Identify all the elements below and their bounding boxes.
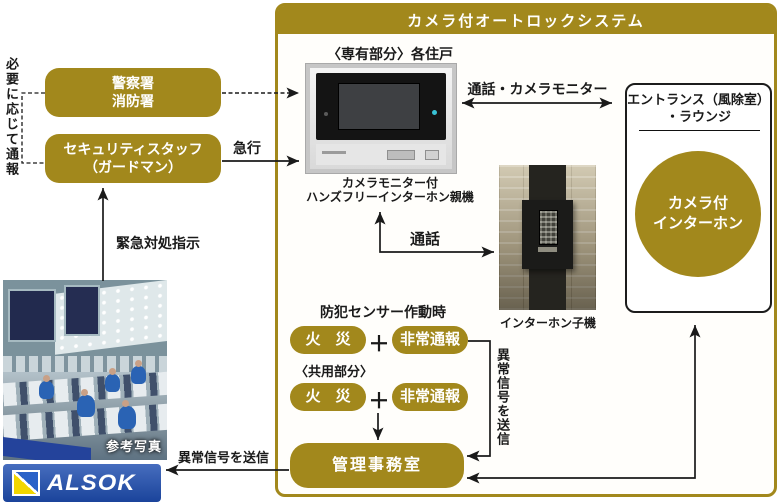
device-body xyxy=(310,68,452,169)
entrance-title: エントランス（風除室） ・ラウンジ xyxy=(627,92,770,126)
photo-wall-screen xyxy=(7,289,57,342)
photo-wall-screen xyxy=(63,285,101,337)
alert-box-private: 非常通報 xyxy=(392,326,468,354)
slave-unit-caption: インターホン子機 xyxy=(499,316,596,330)
device-button xyxy=(386,149,415,160)
rush-label: 急行 xyxy=(233,140,261,156)
plus-sign: ＋ xyxy=(368,333,390,356)
device-screen xyxy=(337,83,420,131)
device-mic-icon xyxy=(323,111,328,116)
guardman-label: （ガードマン） xyxy=(84,158,182,175)
talk-label: 通話 xyxy=(410,231,441,248)
entrance-title-line2: ・ラウンジ xyxy=(665,108,731,124)
alert-box-common: 非常通報 xyxy=(392,383,468,411)
emergency-directive-label: 緊急対処指示 xyxy=(116,235,200,251)
intercom-master-photo xyxy=(305,63,457,174)
police-label: 警察署 xyxy=(112,75,154,91)
entrance-box: エントランス（風除室） ・ラウンジ カメラ付 インターホン xyxy=(625,83,772,313)
report-note-vertical: 必要に応じて通報 xyxy=(4,57,19,177)
entrance-divider xyxy=(639,130,760,131)
entrance-title-line1: エントランス（風除室） xyxy=(627,92,770,107)
master-unit-caption-line1: カメラモニター付 xyxy=(341,176,438,190)
photo-monitor-row xyxy=(3,355,167,372)
police-fire-box: 警察署 消防署 xyxy=(45,68,221,117)
device-brand-mark xyxy=(322,151,347,155)
panel-title-text: カメラ付オートロックシステム xyxy=(407,12,645,30)
photo-operator xyxy=(130,360,146,385)
device-led-icon xyxy=(432,110,438,116)
device-button xyxy=(424,149,439,160)
common-section-header: 〈共用部分〉 xyxy=(295,364,374,379)
camera-intercom-line1: カメラ付 xyxy=(667,194,728,212)
private-section-header: 〈専有部分〉各住戸 xyxy=(327,46,453,62)
talk-camera-monitor-label: 通話・カメラモニター xyxy=(467,81,608,97)
fire-box-private: 火 災 xyxy=(290,326,366,354)
dashed-bracket xyxy=(21,92,45,164)
photo-desk-front xyxy=(3,436,92,460)
control-room-photo: 参考写真 xyxy=(3,280,167,460)
slave-nameplate xyxy=(538,247,557,252)
intercom-slave-photo xyxy=(499,165,596,310)
alsok-logo-text: ALSOK xyxy=(47,470,136,495)
signal-send-label: 異常信号を送信 xyxy=(178,450,270,465)
camera-intercom-circle: カメラ付 インターホン xyxy=(635,151,761,277)
plus-sign: ＋ xyxy=(368,390,390,413)
device-face xyxy=(315,73,447,140)
panel-title: カメラ付オートロックシステム xyxy=(278,6,774,34)
photo-operator xyxy=(104,367,120,392)
device-button-strip xyxy=(315,143,447,165)
photo-operator xyxy=(117,400,136,429)
camera-intercom-line2: インターホン xyxy=(652,215,743,232)
fire-box-common: 火 災 xyxy=(290,383,366,411)
management-office-box: 管理事務室 xyxy=(290,443,464,488)
fire-dept-label: 消防署 xyxy=(112,92,154,109)
photo-caption: 参考写真 xyxy=(105,439,162,454)
alsok-emblem-icon xyxy=(12,470,40,496)
photo-operator xyxy=(39,374,55,399)
security-staff-label: セキュリティスタッフ xyxy=(63,141,203,157)
photo-operator xyxy=(76,389,95,418)
slave-keypad xyxy=(539,209,558,245)
sensor-header: 防犯センサー作動時 xyxy=(320,304,446,320)
alsok-logo: ALSOK xyxy=(3,464,161,502)
master-unit-caption: カメラモニター付 ハンズフリーインターホン親機 xyxy=(278,176,502,204)
master-unit-caption-line2: ハンズフリーインターホン親機 xyxy=(306,190,474,205)
security-staff-box: セキュリティスタッフ （ガードマン） xyxy=(45,134,221,183)
signal-vertical-label: 異常信号を送信 xyxy=(495,348,510,446)
slave-unit xyxy=(522,199,573,270)
